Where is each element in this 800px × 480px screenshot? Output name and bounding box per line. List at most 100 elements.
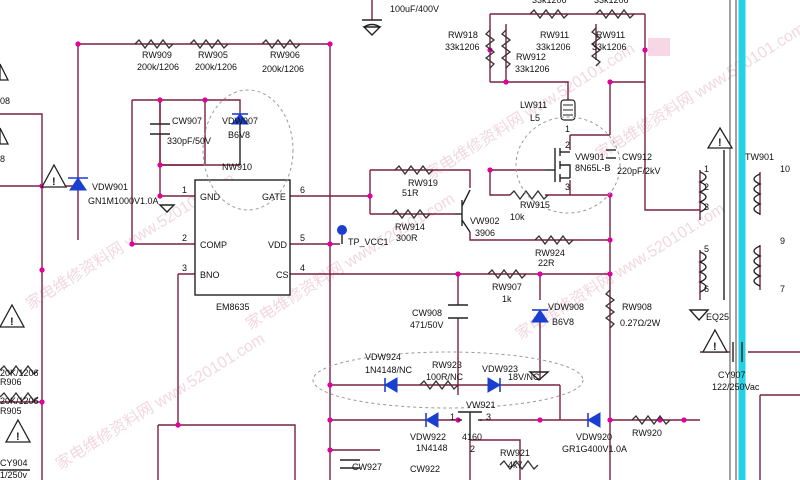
rw908-body [604,289,616,329]
cw908-symbol [448,304,468,319]
label-cw907-ref: CW907 [172,116,202,126]
label-cw908-val: 471/50V [410,320,444,330]
label-vw902-val: 3906 [475,228,495,238]
lw911-inductor [560,99,576,121]
label-rw924-ref: RW924 [535,248,565,258]
label-vw921-ref: VW921 [466,400,496,410]
label-rw923-val: 100R/NC [426,372,464,382]
label-eq25: EQ25 [706,312,729,322]
vdw924-diode [384,377,398,393]
cw912-symbol [606,149,616,159]
transformer-pin: 7 [780,284,785,294]
vw921-transistor [458,411,482,440]
label-vw902-ref: VW902 [470,216,500,226]
ic-pin-name: GATE [262,192,286,202]
rw914-body [391,208,431,220]
vdw907-diode [230,113,250,165]
ic-pin-num: 3 [182,263,187,273]
vw902-transistor [455,189,471,233]
label-rw915-val: 10k [510,212,525,222]
warning-icon: ! [0,303,26,328]
resistors [0,8,671,471]
label-rw908-val: 0.27Ω/2W [620,318,661,328]
transistor-pin: 2 [470,444,475,454]
label-vdw922-val: 1N4148 [416,443,448,453]
label-rw911a-ref: RW911 [540,30,569,40]
label-rw909-ref: RW909 [142,50,172,60]
warning-icons: ! ! ! ! ! [0,63,734,443]
label-vdw924-ref: VDW924 [365,352,401,362]
transistor-pin: 3 [486,412,491,422]
label-rw914-val: 300R [396,233,418,243]
label-tw901-ref: TW901 [745,152,774,162]
label-left-partial: R906 [0,377,22,387]
highlight-mark [648,38,670,56]
ic-pin-name: VDD [268,240,288,250]
transformer-pin: 2 [704,182,709,192]
ground-top-cap [362,26,382,36]
label-cw907-val: 330pF/50V [167,136,211,146]
label-vw901-ref: VW901 [575,152,605,162]
label-vdw923-ref: VDW923 [482,364,518,374]
rw923-body [419,379,459,391]
label-rw921-val: 4k7 [508,460,523,470]
ground-cs [528,371,550,381]
transformer-pin: 1 [704,164,709,174]
transistors [455,148,571,440]
warning-icon: ! [4,418,32,443]
label-rw924-val: 22R [538,258,555,268]
ic-pin-num: 5 [300,233,305,243]
label-cw912-ref: CW912 [622,152,652,162]
watermarks: 家电维修资料网 www.520101.com 家电维修资料网 www.52010… [23,19,800,473]
warning-icon [0,63,10,81]
rw911b-body [595,8,635,20]
label-vdw920-ref: VDW920 [576,432,612,442]
vdw908-diode [531,309,549,323]
label-rw918-ref: RW918 [448,30,478,40]
ground-gnd-pin [158,204,176,213]
junctions [39,41,687,453]
label-rw919-val: 51R [402,188,419,198]
label-left-partial: 1/250v [0,470,28,480]
label-rw920-ref: RW920 [632,428,662,438]
rw905-body [189,38,229,50]
mosfet-pin: 2 [565,140,570,150]
label-rw912-ref: RW912 [516,52,546,62]
label-rw907-val: 1k [502,294,512,304]
warning-icon [0,127,10,145]
label-cw908-ref: CW908 [412,308,442,318]
warning-icon: ! [701,328,729,353]
rw920-body [631,414,671,426]
label-vw901-val: 8N65L-B [575,163,611,173]
left-r905-body [0,391,39,403]
label-vw921-val: 4160 [462,432,482,442]
ic-pin-num: 4 [300,263,305,273]
warning-icon: ! [40,163,68,188]
watermark: 家电维修资料网 www.520101.com [53,329,268,473]
label-rw921-ref: RW921 [500,448,530,458]
label-rw909-val: 200k/1206 [137,62,179,72]
label-top-partial: 33k1206 [532,0,567,5]
label-rw905-val: 200k/1206 [195,62,237,72]
label-cw912-val: 220pF/2kV [617,166,661,176]
label-cy907-ref: CY907 [718,370,746,380]
label-rw907-ref: RW907 [492,282,522,292]
rw924-body [534,234,574,246]
label-rw914-ref: RW914 [395,222,425,232]
label-vdw920-val: GR1G400V1.0A [562,444,627,454]
rw918-body [484,29,496,69]
ic-pin-num: 2 [182,233,187,243]
cw927-symbol [340,459,360,469]
ic-pin-name: BNO [200,270,220,280]
svg-text:!: ! [718,137,722,149]
svg-text:!: ! [16,431,20,443]
transformer-pin: 5 [704,244,709,254]
rw911a-body [529,8,569,20]
svg-text:!: ! [10,316,14,328]
label-vdw908-val: B6V8 [552,317,574,327]
transformer-pin: 6 [704,284,709,294]
rw921-body [499,459,539,471]
cw907-symbol [150,123,170,135]
